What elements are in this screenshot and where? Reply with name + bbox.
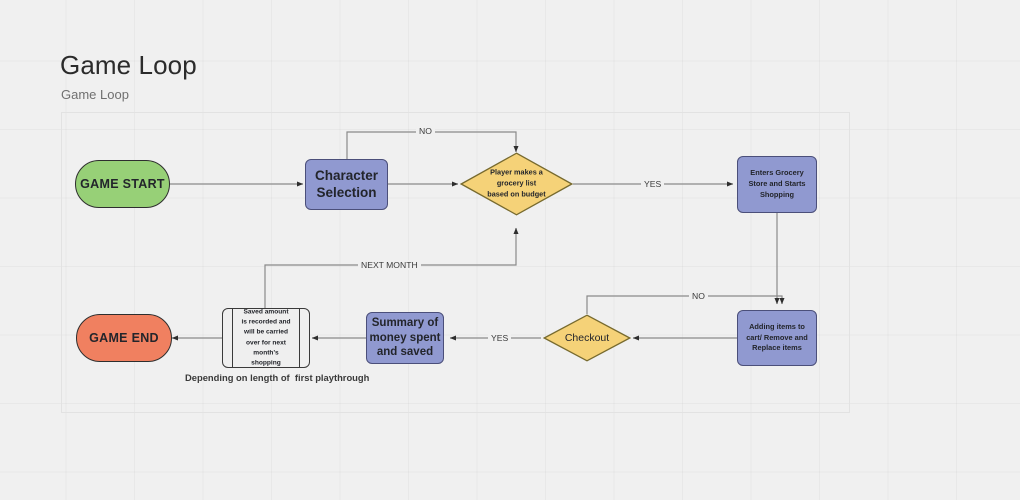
note-right-rule [298, 309, 300, 367]
note-left-rule [232, 309, 234, 367]
node-enters-store[interactable]: Enters Grocery Store and Starts Shopping [737, 156, 817, 213]
edge-label-next-month: NEXT MONTH [358, 260, 421, 270]
node-label-line3: Shopping [759, 189, 795, 199]
edge-next-month [264, 227, 519, 312]
edge-label-no-top: NO [416, 126, 435, 136]
decision-diamond-shape [542, 314, 632, 362]
diagram-canvas-frame [61, 112, 850, 413]
edge-label-no-checkout: NO [689, 291, 708, 301]
node-label: GAME END [89, 331, 159, 345]
page-title: Game Loop [60, 50, 197, 80]
node-label-line1: Summary of [371, 317, 439, 330]
node-label-line3: will be carried [244, 328, 288, 336]
node-label-line2: money spent [369, 331, 441, 344]
node-saved-amount-note[interactable]: Saved amount is recorded and will be car… [222, 308, 310, 368]
node-label: GAME START [80, 177, 165, 191]
node-label-line1: Character [314, 167, 379, 183]
edge-label-yes-right: YES [641, 179, 665, 189]
node-label-line1: Saved amount [243, 308, 289, 316]
node-label-line2: Store and Starts [748, 179, 806, 189]
page-subtitle: Game Loop [61, 87, 129, 102]
node-label-line2: Selection [316, 184, 377, 200]
node-label-line3: and saved [376, 346, 434, 359]
node-label-line1: Enters Grocery [750, 168, 804, 178]
decision-diamond-shape [459, 152, 574, 216]
node-label-line2: cart/ Remove and [746, 332, 808, 342]
node-label-line6: shopping [251, 359, 281, 367]
node-character-selection[interactable]: Character Selection [305, 159, 388, 210]
node-label-line4: over for next [246, 339, 286, 346]
node-grocery-list-decision[interactable]: Player makes a grocery list based on bud… [459, 152, 574, 216]
node-label-line3: Replace items [752, 343, 802, 353]
edge-no-checkout-loop [586, 295, 785, 314]
node-checkout-decision[interactable]: Checkout [542, 314, 632, 362]
node-summary[interactable]: Summary of money spent and saved [366, 312, 444, 364]
node-label-line5: month's [253, 349, 279, 357]
node-label-line1: Adding items to [749, 321, 805, 331]
diagram-caption: Depending on length of first playthrough [185, 372, 370, 383]
node-label-line2: is recorded and [241, 318, 291, 326]
edge-label-yes-checkout: YES [488, 333, 512, 343]
node-game-start[interactable]: GAME START [75, 160, 170, 208]
node-game-end[interactable]: GAME END [76, 314, 172, 362]
node-adding-items[interactable]: Adding items to cart/ Remove and Replace… [737, 310, 817, 366]
